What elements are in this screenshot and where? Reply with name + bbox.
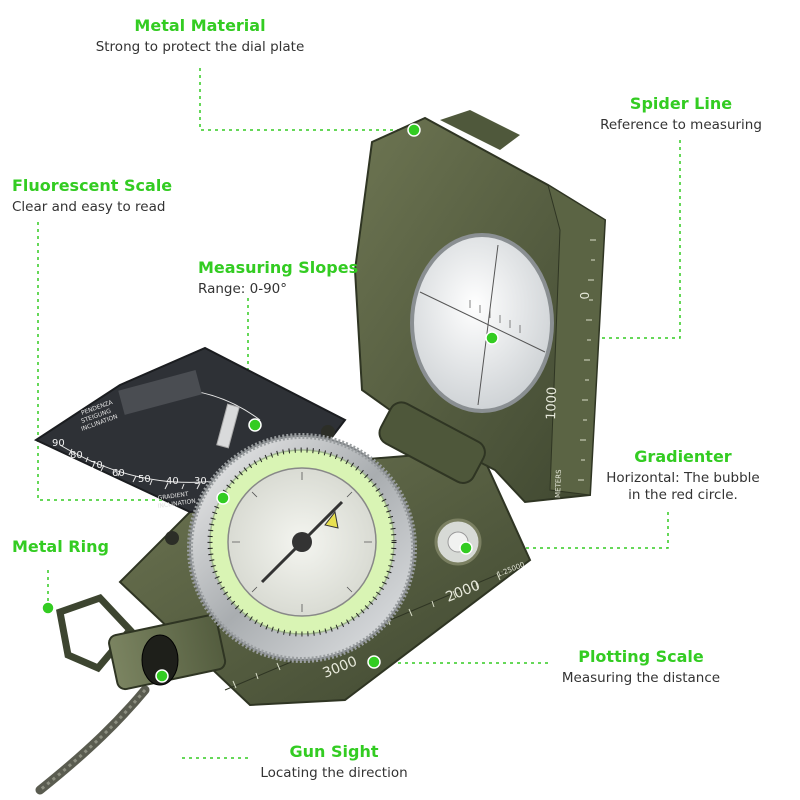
leader-gradienter bbox=[470, 512, 669, 549]
clino-num-40: 40 bbox=[166, 476, 179, 487]
marker-spider-line bbox=[485, 331, 499, 345]
label-plotting-scale: Plotting Scale Measuring the distance bbox=[556, 647, 726, 687]
spider-line-horizontal bbox=[419, 291, 546, 353]
label-title: Fluorescent Scale bbox=[12, 176, 173, 195]
clino-footer-1: GRADIENT bbox=[157, 491, 189, 502]
north-marker bbox=[324, 510, 339, 529]
lid-scale-0: 0 bbox=[577, 292, 591, 300]
clino-num-80: 80 bbox=[70, 450, 83, 461]
label-desc: in the red circle. bbox=[628, 487, 738, 503]
label-gun-sight: Gun Sight Locating the direction bbox=[252, 742, 416, 782]
label-desc: Locating the direction bbox=[260, 765, 408, 781]
clino-num-60: 60 bbox=[112, 468, 125, 479]
label-fluorescent-scale: Fluorescent Scale Clear and easy to read bbox=[12, 176, 172, 216]
marker-measuring-slopes bbox=[248, 418, 262, 432]
label-desc: Strong to protect the dial plate bbox=[95, 39, 305, 55]
spider-line-lens bbox=[410, 233, 554, 413]
marker-fluorescent-scale bbox=[216, 491, 230, 505]
label-gradienter: Gradienter Horizontal: The bubble in the… bbox=[598, 447, 768, 504]
leader-lines bbox=[37, 68, 681, 759]
leader-metal-material bbox=[199, 68, 410, 131]
label-desc: Measuring the distance bbox=[561, 670, 721, 686]
lid-ruler-ticks bbox=[578, 239, 596, 481]
lid-hinge bbox=[378, 401, 486, 484]
marker-gradienter bbox=[459, 541, 473, 555]
label-title: Metal Ring bbox=[12, 537, 109, 556]
label-title: Spider Line bbox=[629, 94, 733, 113]
clino-num-90: 90 bbox=[52, 438, 65, 449]
leader-fluorescent-scale bbox=[37, 222, 225, 501]
clino-num-30: 30 bbox=[194, 476, 207, 487]
lanyard-cord bbox=[35, 685, 150, 795]
leader-spider-line bbox=[498, 140, 681, 339]
label-title: Gradienter bbox=[634, 447, 732, 466]
label-measuring-slopes: Measuring Slopes Range: 0-90° bbox=[198, 258, 358, 298]
label-desc: Range: 0-90° bbox=[198, 281, 288, 297]
label-title: Metal Material bbox=[134, 16, 266, 35]
spider-line-vertical bbox=[477, 244, 499, 406]
compass-dial-ticks bbox=[232, 472, 372, 612]
label-desc: Reference to measuring bbox=[600, 117, 762, 133]
feature-markers bbox=[41, 123, 499, 683]
lid-scale-1000: 1000 bbox=[544, 387, 560, 421]
label-metal-ring: Metal Ring bbox=[12, 537, 109, 556]
clino-num-70: 70 bbox=[90, 460, 103, 471]
clino-pointer bbox=[216, 403, 240, 449]
label-desc: Clear and easy to read bbox=[12, 199, 166, 215]
lid-scale-unit: METERS bbox=[554, 469, 563, 498]
clino-num-50: 50 bbox=[138, 474, 151, 485]
label-desc: Horizontal: The bubble bbox=[606, 470, 760, 486]
sight-knob bbox=[141, 634, 179, 686]
screw bbox=[165, 531, 179, 545]
label-spider-line: Spider Line Reference to measuring bbox=[578, 94, 784, 134]
marker-gun-sight bbox=[155, 669, 169, 683]
label-metal-material: Metal Material Strong to protect the dia… bbox=[85, 16, 315, 56]
marker-metal-material bbox=[407, 123, 421, 137]
marker-plotting-scale bbox=[367, 655, 381, 669]
label-title: Gun Sight bbox=[289, 742, 379, 761]
marker-metal-ring bbox=[41, 601, 55, 615]
label-title: Plotting Scale bbox=[578, 647, 704, 666]
label-title: Measuring Slopes bbox=[198, 258, 359, 277]
